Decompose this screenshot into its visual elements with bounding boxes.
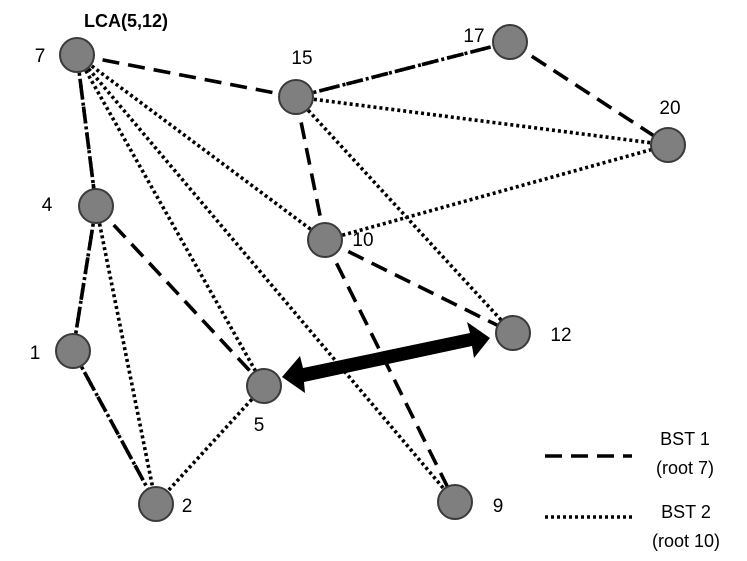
- node-9: 9: [437, 484, 504, 520]
- node-circle-7: [59, 37, 95, 73]
- bst2-edge-4-2: [94, 205, 158, 505]
- bst1-edge-17-20: [509, 40, 669, 147]
- node-5: 5: [246, 368, 282, 436]
- bst1-edge-15-10: [294, 96, 327, 241]
- bst2-edge-15-12: [294, 95, 515, 335]
- node-circle-10: [307, 222, 343, 258]
- node-label-1: 1: [30, 343, 41, 364]
- bst2-edges: [71, 40, 669, 506]
- legend-bst2-root: (root 10): [652, 531, 720, 551]
- bst1-edge-7-4: [75, 54, 98, 207]
- node-circle-9: [437, 484, 473, 520]
- node-circle-15: [278, 79, 314, 115]
- legend-bst1-name: BST 1: [660, 429, 710, 449]
- node-circle-5: [246, 368, 282, 404]
- node-circle-1: [55, 333, 91, 369]
- node-label-5: 5: [254, 415, 265, 436]
- node-label-7: 7: [35, 46, 46, 67]
- node-label-2: 2: [182, 496, 193, 517]
- bst2-edge-20-15: [295, 95, 669, 147]
- node-circle-12: [495, 315, 531, 351]
- node-circle-20: [650, 127, 686, 163]
- node-1: 1: [30, 333, 91, 369]
- bst1-edge-1-2: [71, 350, 158, 505]
- bst2-edge-7-4: [75, 54, 98, 207]
- lca-double-arrow: [282, 322, 490, 393]
- bst1-edge-15-17: [295, 40, 511, 99]
- bst2-edge-7-9: [75, 53, 457, 504]
- node-label-17: 17: [463, 26, 484, 47]
- node-circle-17: [492, 24, 528, 60]
- bst1-edges: [71, 40, 669, 505]
- node-label-12: 12: [550, 325, 571, 346]
- bst1-edge-4-5: [94, 204, 266, 388]
- node-17: 17: [463, 24, 528, 60]
- node-label-4: 4: [42, 195, 53, 216]
- node-label-20: 20: [659, 98, 680, 119]
- node-7: 7: [35, 37, 95, 73]
- node-20: 20: [650, 98, 686, 163]
- node-4: 4: [42, 188, 114, 224]
- bst2-edge-4-1: [71, 205, 98, 352]
- node-circle-2: [138, 486, 174, 522]
- node-circle-4: [78, 188, 114, 224]
- bst1-edge-7-15: [76, 53, 297, 99]
- lca-title: LCA(5,12): [84, 11, 168, 31]
- node-label-15: 15: [291, 48, 312, 69]
- node-label-9: 9: [493, 496, 504, 517]
- node-12: 12: [495, 315, 572, 351]
- bst1-edge-10-12: [324, 238, 514, 335]
- bst1-edge-10-9: [323, 239, 457, 503]
- bst2-edge-10-20: [324, 143, 669, 242]
- node-label-10: 10: [352, 230, 373, 251]
- legend: BST 1 (root 7) BST 2 (root 10): [545, 429, 720, 551]
- legend-bst1-root: (root 7): [656, 458, 714, 478]
- node-10: 10: [307, 222, 374, 258]
- legend-bst2-name: BST 2: [661, 502, 711, 522]
- node-15: 15: [278, 48, 314, 115]
- node-2: 2: [138, 486, 193, 522]
- bst2-edge-5-2: [154, 384, 266, 506]
